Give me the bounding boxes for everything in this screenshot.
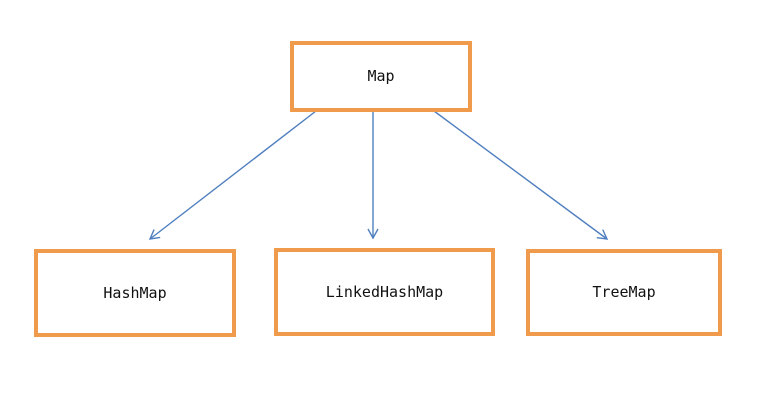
edge-map-to-treemap bbox=[433, 110, 609, 240]
node-linkedhashmap: LinkedHashMap bbox=[274, 248, 495, 336]
node-hashmap-label: HashMap bbox=[103, 283, 167, 302]
node-linkedhashmap-label: LinkedHashMap bbox=[325, 282, 444, 301]
node-treemap: TreeMap bbox=[526, 249, 722, 336]
node-map: Map bbox=[290, 41, 472, 112]
node-treemap-label: TreeMap bbox=[592, 283, 656, 301]
node-map-label: Map bbox=[367, 67, 395, 85]
edge-map-to-hashmap bbox=[148, 110, 317, 240]
node-hashmap: HashMap bbox=[34, 249, 236, 337]
